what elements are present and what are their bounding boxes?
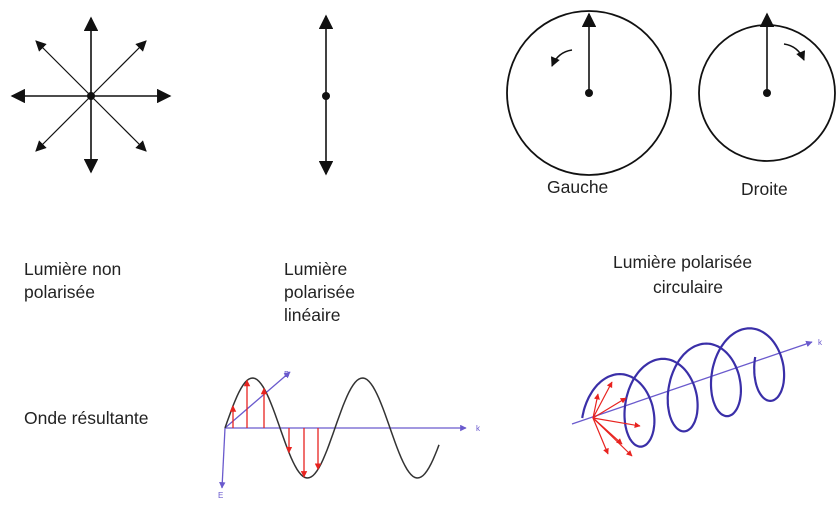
helix-wave: k xyxy=(572,328,823,456)
arrow-down-right xyxy=(91,96,146,151)
rotating-e-vector xyxy=(593,418,608,454)
resultant-wave: B k E xyxy=(218,370,481,500)
label-unpolarized-2: polarisée xyxy=(24,281,95,304)
center-dot xyxy=(763,89,771,97)
arrow-down-left xyxy=(36,96,91,151)
b-axis-label: B xyxy=(284,370,289,379)
e-axis xyxy=(222,428,225,488)
k-axis-label: k xyxy=(476,424,481,433)
label-circular-2: circulaire xyxy=(653,276,723,299)
label-unpolarized-1: Lumière non xyxy=(24,258,121,281)
label-circular-1: Lumière polarisée xyxy=(613,251,752,274)
center-dot xyxy=(322,92,330,100)
rotation-arrow-cw xyxy=(784,44,804,60)
circle-gauche xyxy=(507,11,671,175)
label-droite: Droite xyxy=(741,178,788,201)
center-dot xyxy=(87,92,95,100)
unpolarized-arrows xyxy=(12,18,170,172)
field-vectors xyxy=(233,380,318,477)
circle-droite xyxy=(699,14,835,161)
label-linear-3: linéaire xyxy=(284,304,340,327)
label-gauche: Gauche xyxy=(547,176,608,199)
e-axis-label: E xyxy=(218,491,223,500)
rotation-arrow-ccw xyxy=(552,50,572,66)
arrow-up-right xyxy=(91,41,146,96)
linear-arrow xyxy=(322,16,330,174)
label-resultant: Onde résultante xyxy=(24,407,149,430)
helix-k-label: k xyxy=(818,338,823,347)
center-dot xyxy=(585,89,593,97)
helix-vectors xyxy=(593,382,640,456)
arrow-up-left xyxy=(36,41,91,96)
label-linear-2: polarisée xyxy=(284,281,355,304)
label-linear-1: Lumière xyxy=(284,258,347,281)
helix-curve xyxy=(582,328,784,446)
